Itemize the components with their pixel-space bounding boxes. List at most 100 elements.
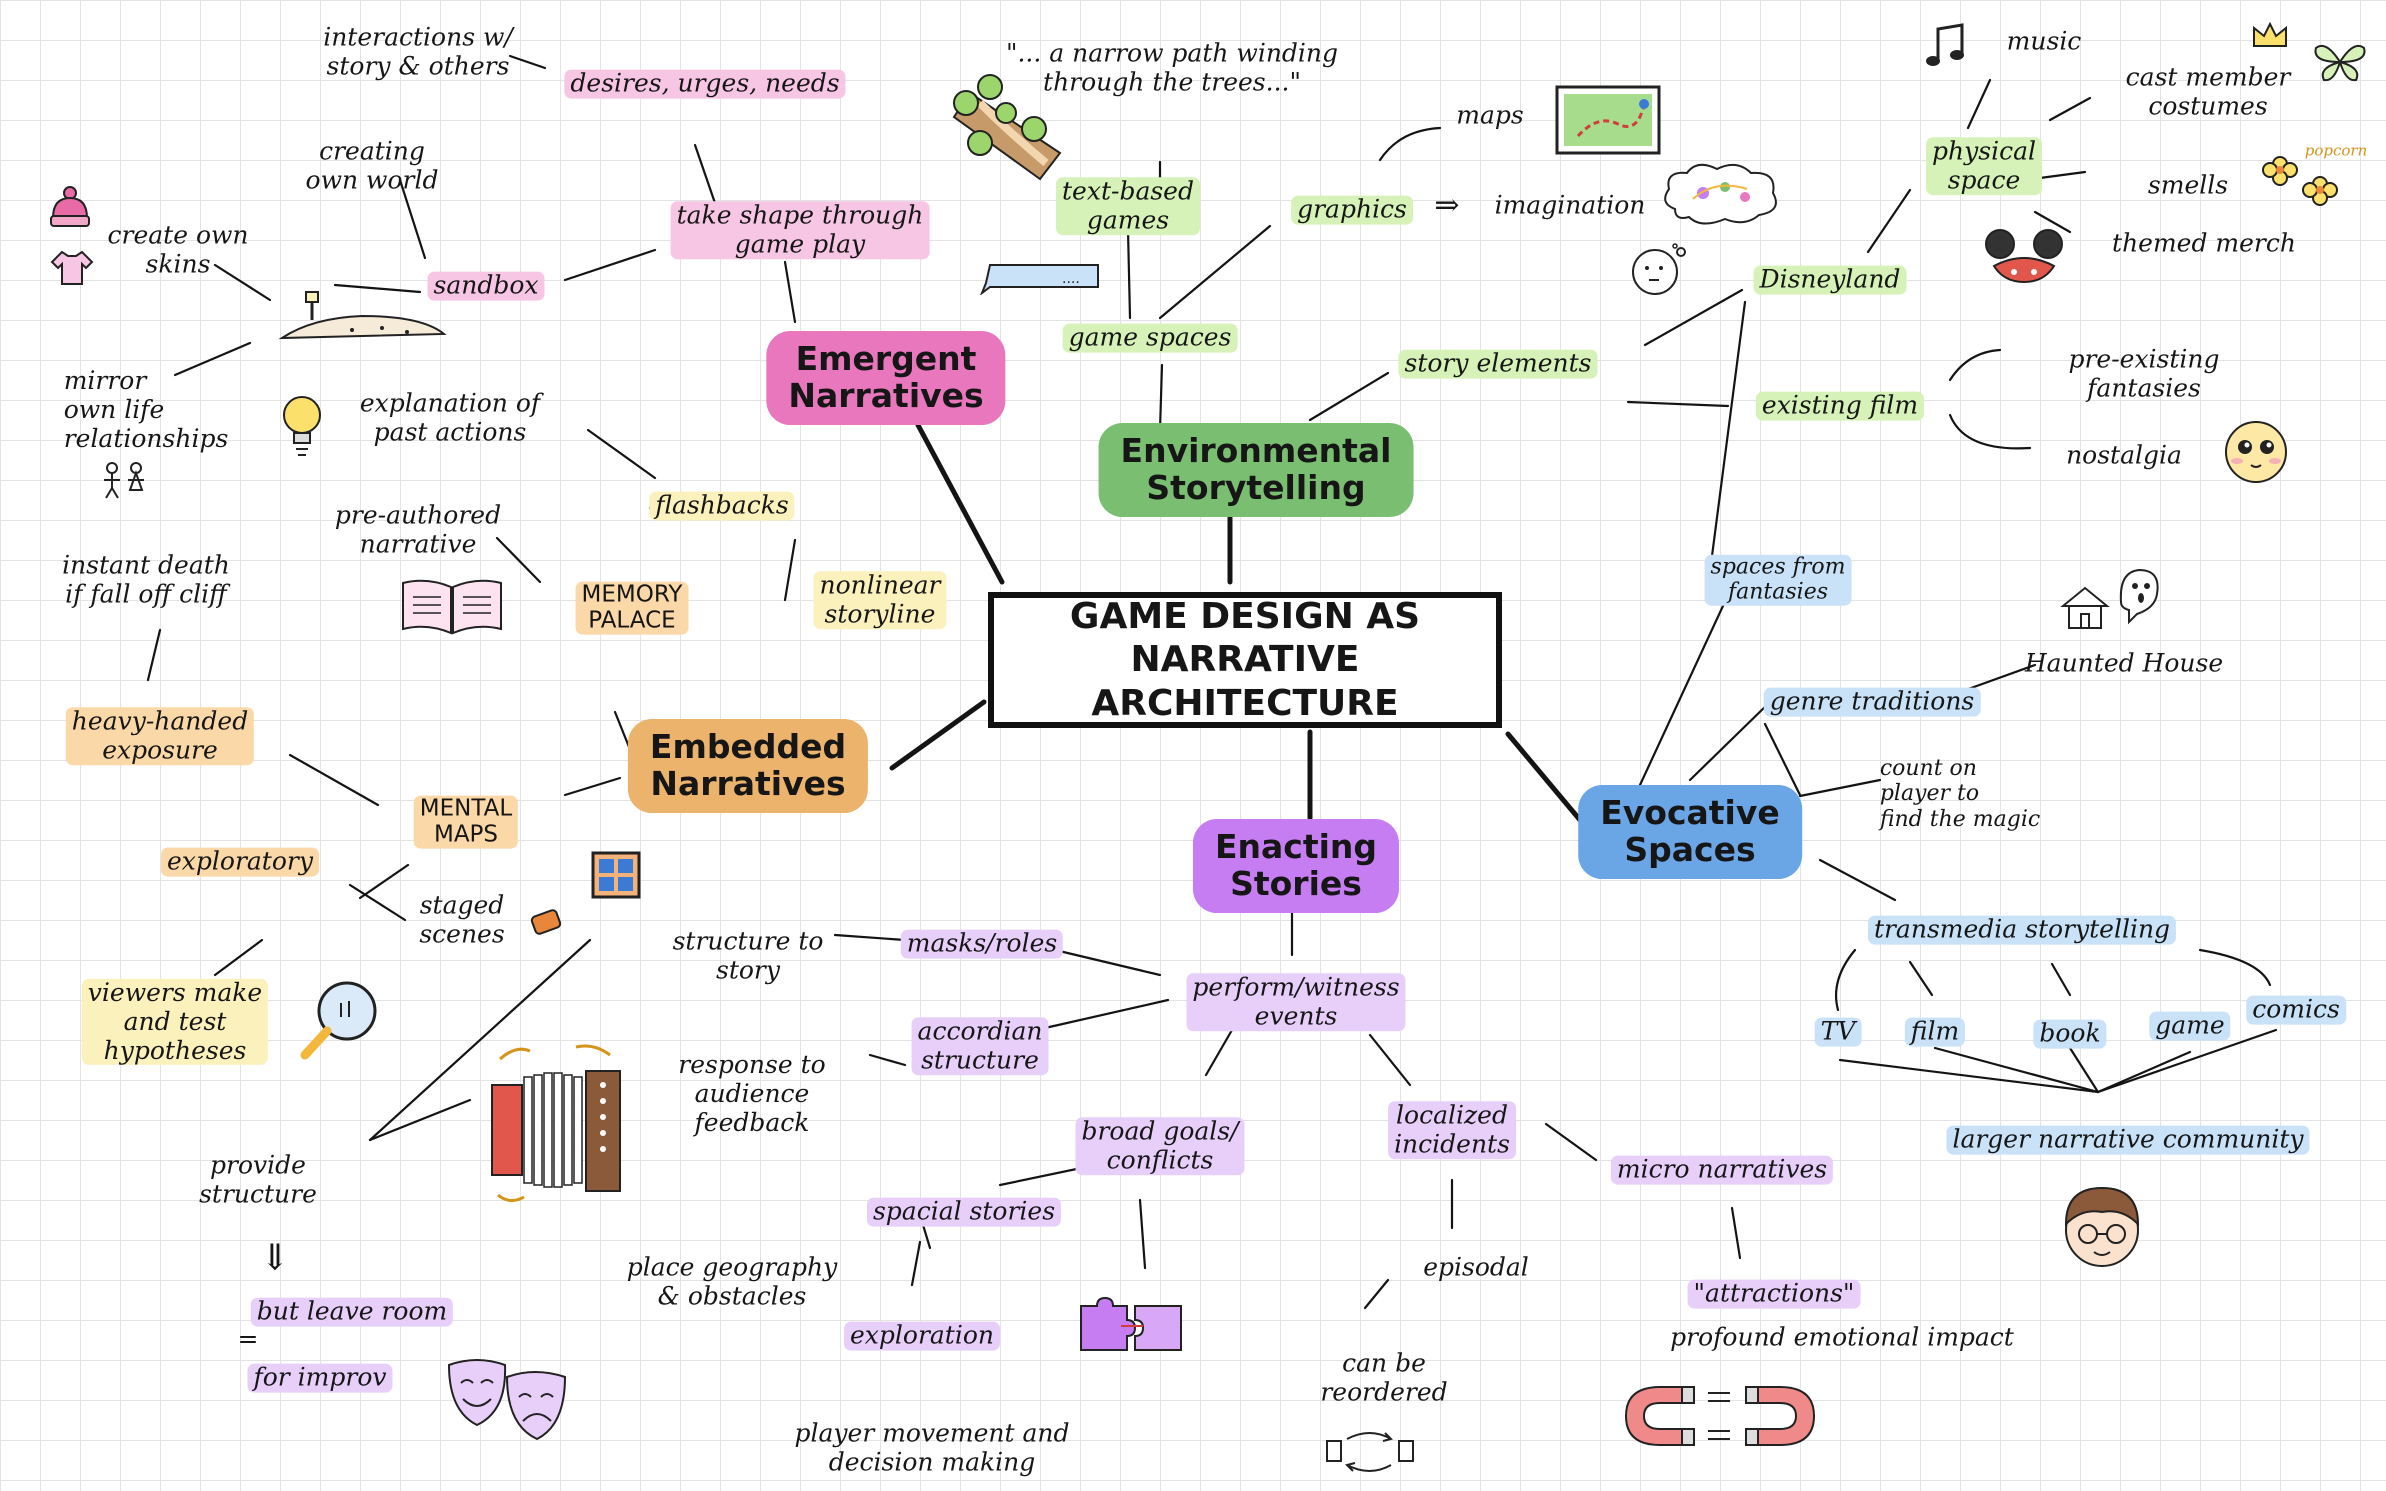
node-broad-goals: broad goals/ conflicts <box>1075 1116 1245 1175</box>
node-transmedia: transmedia storytelling <box>1867 915 2177 945</box>
crown-icon <box>2250 22 2290 50</box>
hub-enacting-stories: Enacting Stories <box>1192 819 1400 913</box>
node-cast-costumes: cast member costumes <box>2125 62 2291 120</box>
hub-evocative-spaces: Evocative Spaces <box>1578 785 1802 879</box>
node-response-feedback: response to audience feedback <box>678 1049 826 1137</box>
node-heavy-handed-exposure: heavy-handed exposure <box>65 706 255 765</box>
node-popcorn: popcorn <box>2304 141 2368 160</box>
theater-masks-icon <box>443 1355 573 1445</box>
people-icon <box>98 460 150 500</box>
node-for-improv: for improv <box>247 1363 393 1393</box>
node-exploration: exploration <box>844 1321 1000 1351</box>
svg-text:....: .... <box>1062 271 1080 287</box>
node-existing-film: existing film <box>1755 391 1925 421</box>
mouse-ears-icon <box>1984 226 2064 286</box>
node-masks-roles: masks/roles <box>900 929 1064 959</box>
magnifier-icon <box>295 973 385 1063</box>
hub-embedded-narratives: Embedded Narratives <box>627 719 869 813</box>
sandbox-icon <box>272 288 452 348</box>
node-equals: = <box>237 1324 259 1354</box>
node-create-skins: create own skins <box>107 220 249 278</box>
node-profound-impact: profound emotional impact <box>1670 1322 2014 1352</box>
node-explanation-past-actions: explanation of past actions <box>359 388 541 446</box>
hub-environmental-storytelling: Environmental Storytelling <box>1098 423 1414 517</box>
node-pre-authored-narrative: pre-authored narrative <box>334 500 502 558</box>
node-themed-merch: themed merch <box>2112 228 2296 258</box>
node-leave-room: but leave room <box>250 1297 454 1327</box>
node-tv: TV <box>1814 1017 1862 1047</box>
node-accordion-structure: accordian structure <box>911 1016 1049 1075</box>
node-haunted-house: Haunted House <box>2024 648 2224 678</box>
music-note-icon <box>1924 21 1968 71</box>
face-thinking-icon <box>1629 242 1691 298</box>
node-pre-existing-fantasies: pre-existing fantasies <box>2068 344 2220 402</box>
node-maps: maps <box>1456 100 1524 130</box>
reorder-arrows-icon <box>1325 1427 1415 1477</box>
node-sandbox: sandbox <box>427 271 545 301</box>
node-spacial-stories: spacial stories <box>866 1197 1062 1227</box>
butterfly-icon <box>2312 40 2368 84</box>
beanie-icon <box>47 186 93 230</box>
node-smells: smells <box>2147 170 2229 200</box>
node-structure-to-story: structure to story <box>672 926 824 984</box>
node-disneyland: Disneyland <box>1753 265 1907 295</box>
node-narrow-path-quote: "... a narrow path winding through the t… <box>1005 38 1339 96</box>
haunted-house-icon <box>2057 562 2167 642</box>
node-player-movement: player movement and decision making <box>794 1418 1070 1476</box>
node-comics: comics <box>2246 995 2346 1025</box>
node-down-arrow: ⇓ <box>259 1237 291 1279</box>
node-spaces-from-fantasies: spaces from fantasies <box>1704 554 1852 606</box>
node-desires: desires, urges, needs <box>564 69 846 99</box>
shirt-icon <box>48 248 96 288</box>
node-imagination: imagination <box>1494 190 1646 220</box>
book-icon <box>397 575 507 637</box>
text-bubble-icon: .... <box>980 261 1104 295</box>
node-creating-own-world: creating own world <box>305 136 439 194</box>
magnet-icon <box>1620 1381 1820 1451</box>
lightbulb-icon <box>278 391 326 461</box>
node-music: music <box>2006 26 2082 56</box>
node-genre-traditions: genre traditions <box>1763 687 1981 717</box>
node-nostalgia: nostalgia <box>2066 440 2182 470</box>
node-arrow-right: ⇒ <box>1434 187 1460 223</box>
node-memory-palace: MEMORY PALACE <box>575 581 689 635</box>
node-count-on-player: count on player to find the magic <box>1879 756 2041 832</box>
node-provide-structure: provide structure <box>199 1150 317 1208</box>
node-game-spaces: game spaces <box>1062 323 1238 353</box>
node-story-elements: story elements <box>1398 349 1598 379</box>
flowers-icon <box>2262 150 2342 210</box>
node-attractions: "attractions" <box>1687 1279 1861 1309</box>
node-perform-witness: perform/witness events <box>1186 972 1406 1031</box>
node-exploratory: exploratory <box>161 847 319 877</box>
hub-emergent-narratives: Emergent Narratives <box>766 331 1006 425</box>
center-title: GAME DESIGN AS NARRATIVE ARCHITECTURE <box>988 592 1502 728</box>
face-with-glasses-icon <box>2052 1174 2152 1274</box>
thought-cloud-icon <box>1655 159 1785 229</box>
node-instant-death: instant death if fall off cliff <box>62 550 230 608</box>
node-episodal: episodal <box>1423 1252 1529 1282</box>
map-icon <box>1554 84 1662 156</box>
candy-icon <box>523 907 569 937</box>
node-staged-scenes: staged scenes <box>419 890 505 948</box>
accordion-icon <box>480 1035 640 1205</box>
smiley-icon <box>2223 419 2289 485</box>
node-interactions: interactions w/ story & others <box>323 22 513 80</box>
node-graphics: graphics <box>1291 195 1413 225</box>
node-flashbacks: flashbacks <box>649 491 795 521</box>
node-text-based-games: text-based games <box>1056 176 1200 235</box>
forest-path-icon <box>950 73 1070 183</box>
window-icon <box>590 850 642 900</box>
node-mental-maps: MENTAL MAPS <box>413 795 519 849</box>
node-physical-space: physical space <box>1926 136 2042 195</box>
node-nonlinear-storyline: nonlinear storyline <box>813 570 947 629</box>
node-micro-narratives: micro narratives <box>1610 1155 1834 1185</box>
node-book: book <box>2033 1019 2107 1049</box>
node-larger-community: larger narrative community <box>1946 1125 2310 1155</box>
node-place-geography: place geography & obstacles <box>626 1252 838 1310</box>
node-localized-incidents: localized incidents <box>1388 1100 1516 1159</box>
node-can-be-reordered: can be reordered <box>1320 1348 1448 1406</box>
node-take-shape: take shape through game play <box>670 200 930 259</box>
node-game: game <box>2149 1011 2231 1041</box>
node-viewers-hypotheses: viewers make and test hypotheses <box>81 978 269 1066</box>
